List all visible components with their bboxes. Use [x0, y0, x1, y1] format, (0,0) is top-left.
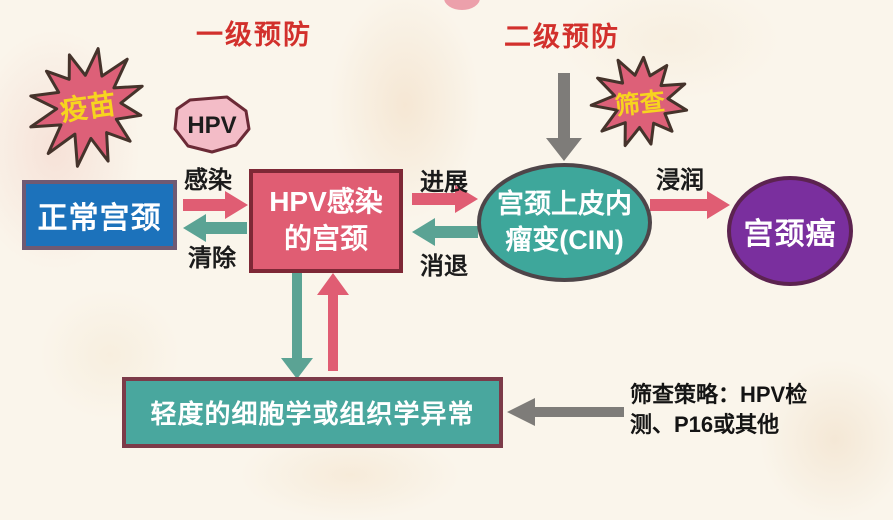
label-invasion: 浸润: [656, 167, 704, 194]
arrow-screening-down: [546, 73, 582, 161]
node-cin: 宫颈上皮内 瘤变(CIN): [477, 163, 652, 282]
secondary-prevention-title: 二级预防: [504, 22, 620, 52]
screening-strategy-note: 筛查策略：HPV检 测、P16或其他: [630, 380, 807, 439]
node-cin-line1: 宫颈上皮内: [497, 189, 632, 220]
arrow-infection: [183, 191, 248, 219]
node-cervical-cancer-label: 宫颈癌: [743, 218, 837, 251]
arrow-progression: [412, 185, 478, 213]
node-normal-cervix-label: 正常宫颈: [37, 202, 162, 235]
arrow-regression: [412, 218, 478, 246]
diagram-shapes-layer: 疫苗 筛查 HPV: [29, 47, 730, 426]
screening-strategy-line2: 测、P16或其他: [630, 411, 780, 437]
screening-burst-label: 筛查: [614, 86, 667, 120]
node-hpv-infected-cervix: HPV感染 的宫颈: [249, 169, 403, 273]
vaccine-burst-shape: [29, 47, 144, 168]
label-clearance: 清除: [188, 245, 236, 272]
screening-strategy-line1: 筛查策略：HPV检: [630, 382, 808, 407]
node-hpv-infected-line2: 的宫颈: [283, 223, 368, 254]
hpv-tag: HPV: [173, 95, 251, 154]
primary-prevention-title: 一级预防: [196, 20, 312, 50]
hpv-tag-label: HPV: [187, 112, 236, 139]
vaccine-burst-label: 疫苗: [58, 87, 118, 126]
vaccine-burst: 疫苗: [29, 47, 144, 168]
screening-burst: 筛查: [589, 55, 689, 148]
node-normal-cervix: 正常宫颈: [22, 180, 177, 250]
hpv-tag-shape: [173, 95, 251, 154]
label-regression: 消退: [420, 253, 468, 280]
node-mild-abnormality-label: 轻度的细胞学或组织学异常: [150, 399, 475, 429]
arrow-invasion: [650, 191, 730, 219]
arrow-clearance: [183, 214, 247, 242]
label-progression: 进展: [420, 169, 468, 196]
node-cervical-cancer: 宫颈癌: [727, 176, 853, 286]
node-mild-abnormality: 轻度的细胞学或组织学异常: [122, 377, 503, 448]
node-hpv-infected-line1: HPV感染: [269, 186, 383, 218]
arrow-strategy-to-mild: [507, 398, 624, 426]
node-cin-line2: 瘤变(CIN): [505, 224, 624, 255]
arrow-infected-to-mild: [281, 273, 313, 379]
label-infection: 感染: [184, 167, 232, 194]
arrow-mild-to-infected: [317, 273, 349, 371]
screening-burst-shape: [589, 55, 689, 148]
